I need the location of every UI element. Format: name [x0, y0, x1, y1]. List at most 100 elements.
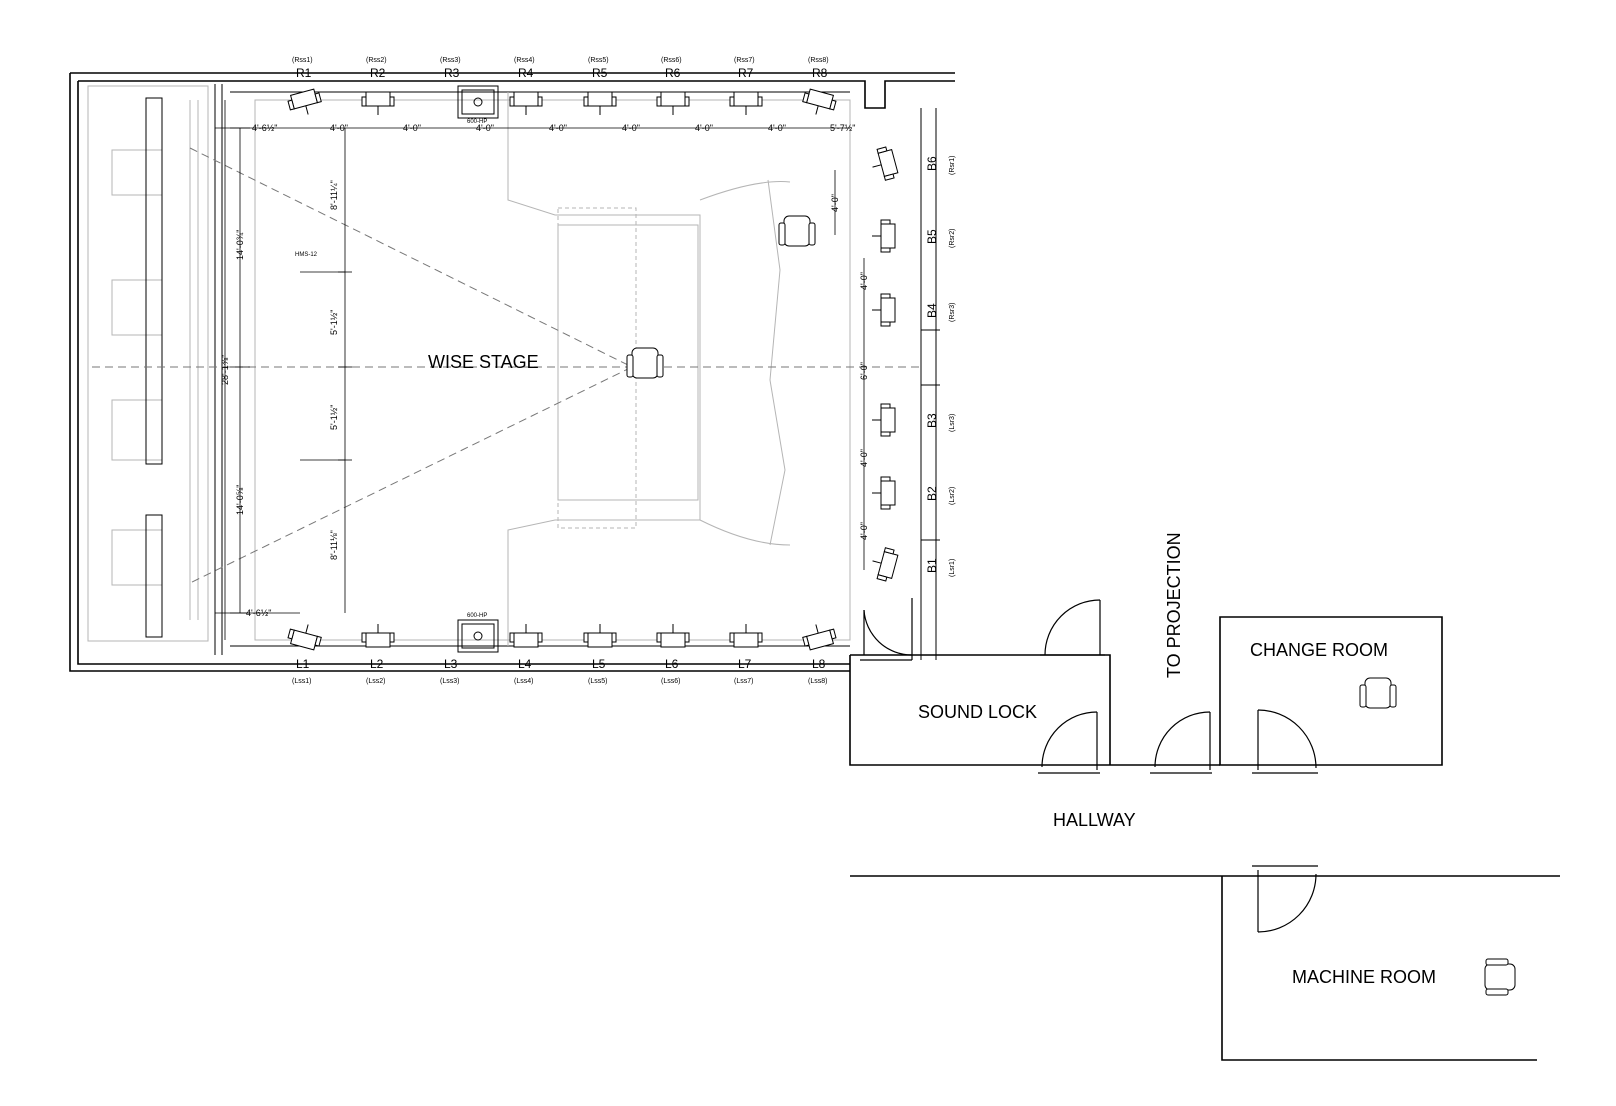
dim-back-upper: 4'-0" — [830, 194, 840, 212]
speaker-channel-label: (Lss7) — [734, 678, 753, 685]
speaker-channel-label: (Lss8) — [808, 678, 827, 685]
speaker-label: R8 — [812, 66, 828, 80]
speaker-label: L3 — [444, 657, 458, 671]
dim-center-mid-upper: 5'-1½" — [329, 310, 339, 335]
speaker-icon — [872, 476, 896, 510]
speaker-channel-label: (Rss2) — [366, 57, 387, 64]
back-dimensions: 4'-0" 4'-0" 6'-0" 4'-0" 4'-0" — [830, 170, 869, 570]
speaker-channel-label: (Rss6) — [661, 57, 682, 64]
speaker-channel-label: (Lsr1) — [949, 559, 956, 577]
speaker-label: B1 — [925, 558, 939, 573]
speaker-label: B3 — [925, 413, 939, 428]
speaker-icon — [287, 88, 322, 115]
speaker-channel-label: (Lss3) — [440, 678, 459, 685]
screen-wall-baffle — [87, 85, 209, 642]
speaker-label: R2 — [370, 66, 386, 80]
speaker-icon — [361, 91, 395, 115]
speaker-icon — [729, 624, 763, 648]
door-soundlock-hallway — [1038, 711, 1100, 774]
speaker-channel-label: (Lss6) — [661, 678, 680, 685]
speaker-channel-label: (Lss5) — [588, 678, 607, 685]
chair-icon — [626, 347, 664, 379]
speaker-label: L2 — [370, 657, 384, 671]
speaker-label: L4 — [518, 657, 532, 671]
speaker-icon — [509, 91, 543, 115]
speaker-icon — [872, 293, 896, 327]
speaker-label: B5 — [925, 229, 939, 244]
speaker-channel-label: (Rsr3) — [949, 303, 956, 322]
dim-center-lower: 8'-11⅛" — [329, 530, 339, 560]
door-stage-to-soundlock — [860, 598, 913, 661]
door-machine-room — [1252, 865, 1318, 933]
top-dimension-chain: 4'-6½" 4'-0" 4'-0" 4'-0" 4'-0" 4'-0" 4'-… — [215, 123, 855, 133]
speaker-channel-label: (Rss5) — [588, 57, 609, 64]
speaker-label: R3 — [444, 66, 460, 80]
change-room-label: CHANGE ROOM — [1250, 640, 1388, 660]
dim-back-b3-b2: 4'-0" — [859, 449, 869, 467]
speaker-label: B4 — [925, 303, 939, 318]
chair-icon — [1359, 677, 1397, 709]
stage-label: WISE STAGE — [428, 352, 539, 372]
speaker-icon — [872, 403, 896, 437]
dim-top-6: 4'-0" — [695, 123, 713, 133]
speaker-channel-label: (Rss7) — [734, 57, 755, 64]
speaker-channel-label: (Lsr3) — [949, 414, 956, 432]
speaker-icon — [802, 624, 837, 651]
projection-label: TO PROJECTION — [1164, 532, 1184, 678]
dim-top-2: 4'-0" — [403, 123, 421, 133]
dim-top-3: 4'-0" — [476, 123, 494, 133]
speaker-icon — [656, 91, 690, 115]
speaker-label: R4 — [518, 66, 534, 80]
dim-top-8: 5'-7½" — [830, 123, 855, 133]
change-room: CHANGE ROOM — [1219, 616, 1443, 766]
speaker-icon — [802, 88, 837, 115]
speaker-label: R7 — [738, 66, 754, 80]
speaker-icon — [583, 624, 617, 648]
speaker-icon — [872, 547, 899, 582]
speaker-label: R6 — [665, 66, 681, 80]
speaker-channel-label: (Rss8) — [808, 57, 829, 64]
speaker-label: L6 — [665, 657, 679, 671]
dim-left-lower: 14'-0⅝" — [235, 485, 245, 515]
speaker-label: R5 — [592, 66, 608, 80]
speaker-channel-label: (Rss4) — [514, 57, 535, 64]
back-surround-speakers: B6(Rsr1)B5(Rsr2)B4(Rsr3)B3(Lsr3)B2(Lsr2)… — [872, 146, 956, 582]
speaker-label: L5 — [592, 657, 606, 671]
speaker-channel-label: (Lsr2) — [949, 487, 956, 505]
speaker-label: R1 — [296, 66, 312, 80]
speaker-channel-label: (Rsr1) — [949, 156, 956, 175]
dim-top-5: 4'-0" — [622, 123, 640, 133]
speaker-label: L1 — [296, 657, 310, 671]
dim-top-1: 4'-0" — [330, 123, 348, 133]
subwoofer-bottom: 600-HP — [457, 613, 499, 653]
door-soundlock-top — [1040, 599, 1105, 656]
chair-icon — [1484, 958, 1516, 996]
right-surround-speakers: (Rss1)R1(Rss2)R2(Rss3)R3(Rss4)R4(Rss5)R5… — [287, 57, 837, 115]
door-projection — [1150, 711, 1212, 774]
speaker-icon — [729, 91, 763, 115]
dim-bottom-first: 4'-6½" — [246, 608, 271, 618]
machine-room-label: MACHINE ROOM — [1292, 967, 1436, 987]
speaker-channel-label: (Lss4) — [514, 678, 533, 685]
speaker-channel-label: (Rss3) — [440, 57, 461, 64]
dim-center-upper: 8'-11¼" — [329, 180, 339, 210]
subwoofer-top-label: 600-HP — [467, 119, 487, 125]
left-surround-speakers: L1(Lss1)L2(Lss2)L3(Lss3)L4(Lss4)L5(Lss5)… — [287, 624, 837, 685]
dim-top-0: 4'-6½" — [252, 123, 277, 133]
dim-back-b5-b4: 4'-0" — [859, 272, 869, 290]
dim-back-center: 6'-0" — [859, 362, 869, 380]
speaker-icon — [287, 624, 322, 651]
speaker-label: B6 — [925, 156, 939, 171]
subwoofer-top: 600-HP — [457, 85, 499, 125]
hallway-label: HALLWAY — [1053, 810, 1136, 830]
speaker-icon — [872, 146, 899, 181]
hallway: HALLWAY — [850, 764, 1560, 877]
speaker-label: L7 — [738, 657, 752, 671]
sight-lines — [92, 147, 921, 584]
speaker-icon — [583, 91, 617, 115]
dim-back-b2-b1: 4'-0" — [859, 522, 869, 540]
dim-center-mid-lower: 5'-1½" — [329, 405, 339, 430]
dim-top-7: 4'-0" — [768, 123, 786, 133]
speaker-channel-label: (Lss2) — [366, 678, 385, 685]
